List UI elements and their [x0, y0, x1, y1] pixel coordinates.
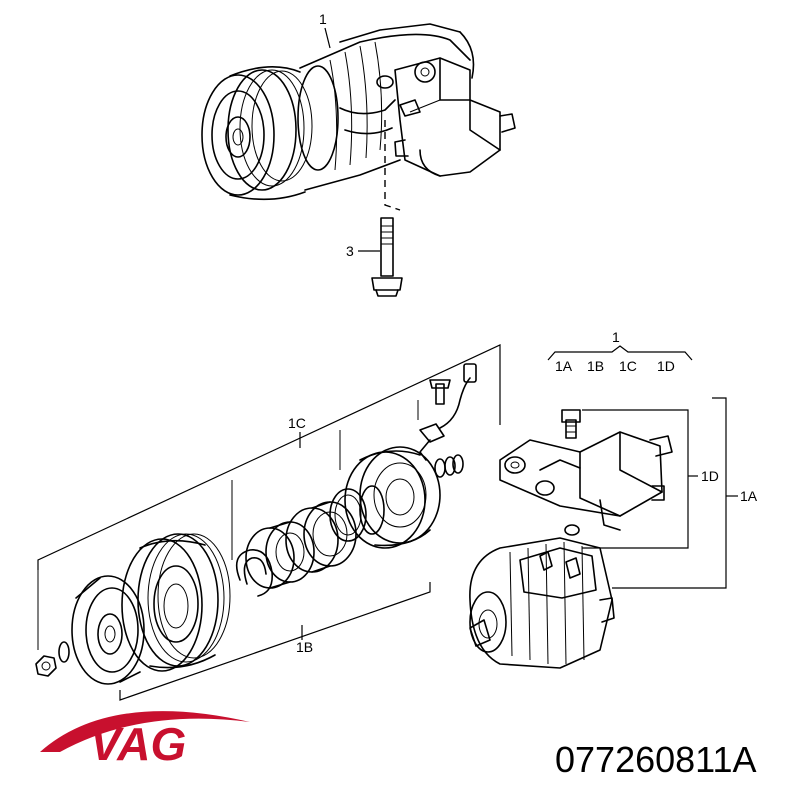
sub-label-1b: 1B	[587, 358, 604, 374]
bracket-1d	[582, 409, 689, 549]
compressor-top-drawing	[201, 23, 516, 201]
bracket-1a	[612, 397, 727, 589]
callout-1c: 1C	[288, 415, 306, 431]
part-number: 077260811A	[555, 739, 757, 780]
group-brace	[547, 345, 693, 361]
sub-label-1c: 1C	[619, 358, 637, 374]
callout-1-group: 1	[612, 329, 620, 345]
leader-1-top	[324, 27, 331, 49]
callout-1b: 1B	[296, 639, 313, 655]
svg-text:VAG: VAG	[90, 718, 186, 770]
sub-label-1d: 1D	[657, 358, 675, 374]
callout-1d: 1D	[701, 468, 719, 484]
dashed-guide-bolt	[384, 120, 401, 211]
bolt-drawing	[371, 217, 403, 297]
callout-3: 3	[346, 243, 354, 259]
compressor-body-drawing	[469, 537, 615, 669]
bracket-1b	[119, 582, 431, 701]
clutch-parts-drawing	[35, 363, 477, 685]
sub-label-1a: 1A	[555, 358, 573, 374]
valve-block-drawing	[499, 409, 673, 536]
callout-1-top: 1	[319, 11, 327, 27]
callout-1a: 1A	[740, 488, 758, 504]
vag-logo: VAG	[40, 711, 250, 770]
bracket-1c	[37, 344, 501, 570]
